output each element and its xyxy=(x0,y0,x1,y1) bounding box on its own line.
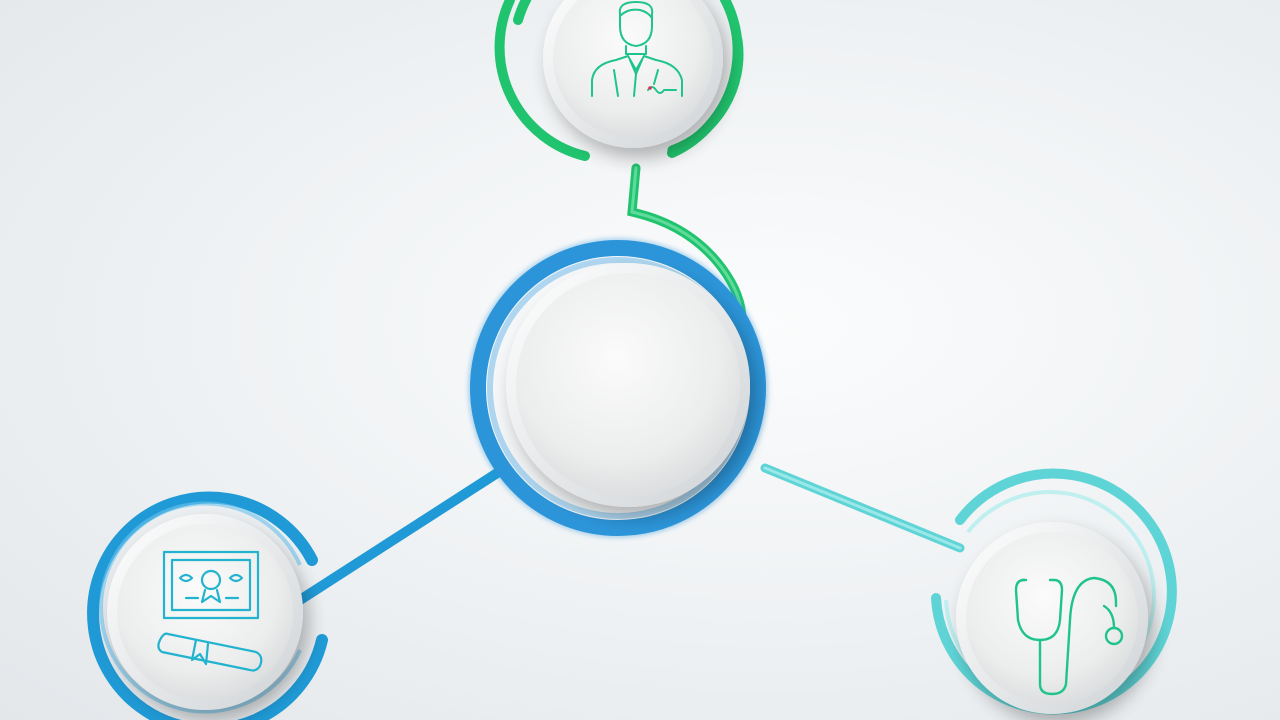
top-ring-arc xyxy=(667,35,744,155)
bottom-left-ring xyxy=(87,491,328,720)
bottom-right-button-face xyxy=(966,532,1138,704)
top-ring-arc-left xyxy=(494,0,590,161)
connector-bottom-right-highlight xyxy=(763,466,962,550)
connector-bottom-left xyxy=(295,463,510,605)
doctor-icon xyxy=(591,1,683,97)
bottom-left-ring-inner xyxy=(99,501,302,714)
center-ring xyxy=(470,240,766,536)
top-node[interactable] xyxy=(489,0,744,161)
stethoscope-icon xyxy=(1014,576,1124,696)
bottom-left-button-face xyxy=(117,524,293,700)
center-button-face xyxy=(516,273,740,497)
diploma-certificate-icon xyxy=(157,550,263,672)
center-node[interactable] xyxy=(468,238,768,538)
bottom-right-ring xyxy=(931,468,1177,715)
bottom-left-node[interactable] xyxy=(87,491,328,720)
bottom-right-node[interactable] xyxy=(931,468,1177,715)
